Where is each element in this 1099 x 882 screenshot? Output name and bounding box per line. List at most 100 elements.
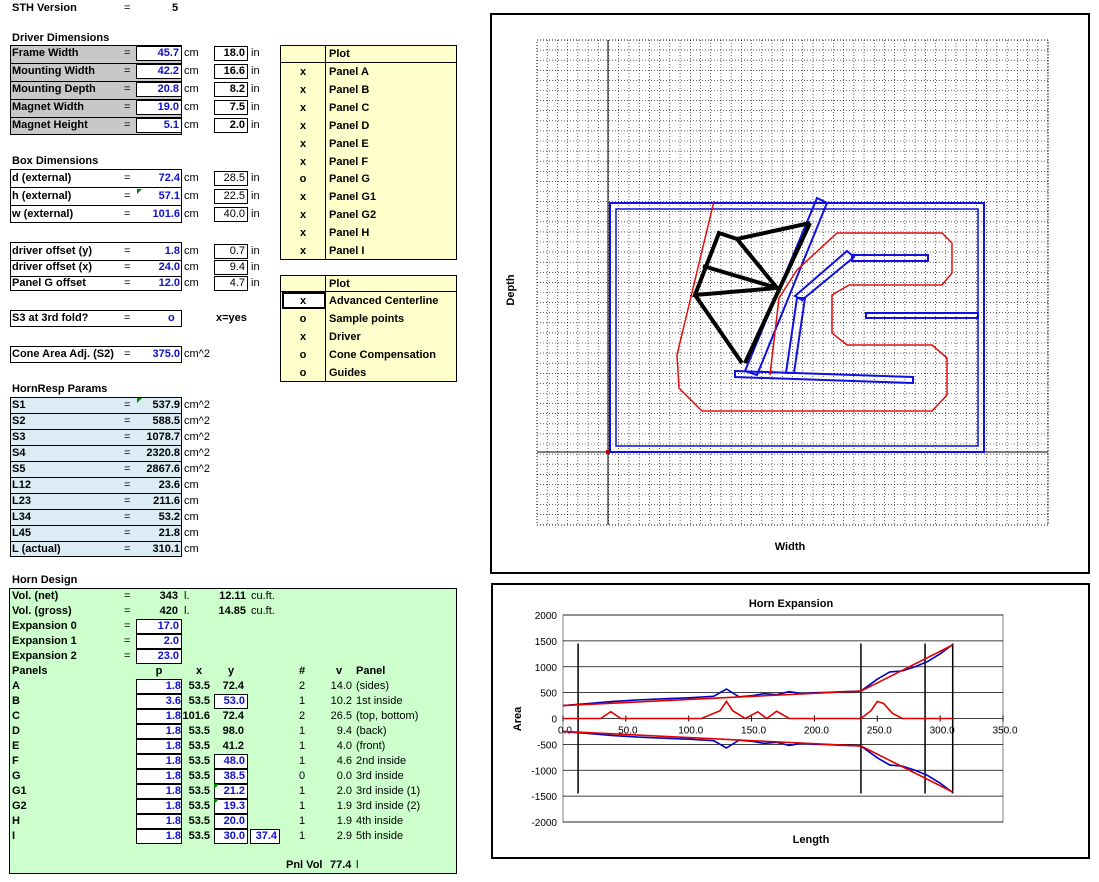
panel-row-desc: (back) bbox=[356, 725, 387, 737]
panel-row-y: 72.4 bbox=[222, 680, 244, 692]
pnl-vol-label: Pnl Vol bbox=[286, 859, 323, 871]
driver-row-in-value: 8.2 bbox=[214, 82, 248, 97]
panel-row-y-input[interactable]: 48.0 bbox=[214, 754, 248, 769]
offset-row-cm-input[interactable]: 12.0 bbox=[158, 277, 180, 289]
panel-row-p-input[interactable]: 1.8 bbox=[136, 724, 182, 739]
panel-row-p-input[interactable]: 1.8 bbox=[136, 769, 182, 784]
plot-panel-item-label: Panel H bbox=[329, 227, 370, 240]
plot-option-item-mark[interactable]: o bbox=[299, 349, 307, 361]
hornresp-row-unit: cm^2 bbox=[184, 463, 210, 475]
panel-row-p-input[interactable]: 1.8 bbox=[136, 829, 182, 844]
plot-panel-item-mark[interactable]: x bbox=[299, 191, 307, 204]
plot-panel-item[interactable]: x Panel H bbox=[281, 224, 456, 242]
panel-row-p-input[interactable]: 1.8 bbox=[136, 754, 182, 769]
panel-row-p-input[interactable]: 1.8 bbox=[136, 784, 182, 799]
offset-row-cm-input[interactable]: 24.0 bbox=[158, 261, 180, 273]
panel-row-y-input[interactable]: 53.0 bbox=[214, 694, 248, 709]
panel-row-p-input[interactable]: 1.8 bbox=[136, 709, 182, 724]
panel-row-p-input[interactable]: 1.8 bbox=[136, 679, 182, 694]
panel-row-y2-input[interactable]: 37.4 bbox=[250, 829, 280, 844]
panel-row-y-input[interactable]: 30.0 bbox=[214, 829, 248, 844]
expansion-eq: = bbox=[124, 650, 131, 662]
cone-area-label: Cone Area Adj. (S2) bbox=[12, 348, 114, 360]
panel-row-y-input[interactable]: 21.2 bbox=[214, 784, 248, 799]
panel-row-y-input[interactable]: 38.5 bbox=[214, 769, 248, 784]
s3-fold-value[interactable]: o bbox=[168, 312, 175, 324]
plot-panel-item[interactable]: x Panel B bbox=[281, 81, 456, 99]
panel-row-y-input[interactable]: 19.3 bbox=[214, 799, 248, 814]
driver-row-cm-input[interactable]: 5.1 bbox=[136, 118, 182, 133]
hornresp-row-eq: = bbox=[124, 511, 131, 523]
driver-left bbox=[693, 293, 744, 365]
selected-cell[interactable] bbox=[282, 292, 326, 309]
hornresp-row-unit: cm bbox=[184, 527, 199, 539]
plot-panel-item-mark[interactable]: x bbox=[299, 83, 307, 96]
panel-row-y-input[interactable]: 20.0 bbox=[214, 814, 248, 829]
expansion-y-tick: 0 bbox=[551, 715, 557, 726]
expansion-input[interactable]: 2.0 bbox=[136, 634, 182, 649]
expansion-y-tick: -500 bbox=[537, 740, 557, 751]
panel-row-desc: 5th inside bbox=[356, 830, 404, 842]
pnl-vol-unit: l bbox=[356, 859, 359, 871]
driver-row-cm-input[interactable]: 42.2 bbox=[136, 64, 182, 79]
plot-panel-item-mark[interactable]: x bbox=[299, 245, 307, 257]
vol-gross-eq: = bbox=[124, 605, 131, 617]
panel-row-p-input[interactable]: 1.8 bbox=[136, 814, 182, 829]
sth-version-value[interactable]: 5 bbox=[172, 2, 179, 14]
panel-row-p-input[interactable]: 1.8 bbox=[136, 799, 182, 814]
hornresp-row-eq: = bbox=[124, 495, 131, 507]
box-row-cm-input[interactable]: 72.4 bbox=[158, 172, 180, 184]
hornresp-row-value: 23.6 bbox=[158, 479, 180, 491]
box-row-cm-input[interactable]: 57.1 bbox=[158, 190, 180, 202]
box-row-in-unit: in bbox=[251, 172, 260, 184]
expansion-input[interactable]: 17.0 bbox=[136, 619, 182, 634]
box-row-cm-input[interactable]: 101.6 bbox=[152, 208, 180, 220]
plot-option-item-mark[interactable]: x bbox=[299, 295, 307, 307]
plot-panel-item-mark[interactable]: x bbox=[299, 227, 307, 240]
expansion-input[interactable]: 23.0 bbox=[136, 649, 182, 664]
row-divider bbox=[10, 525, 182, 526]
hornresp-row-unit: cm bbox=[184, 495, 199, 507]
offset-row-in-unit: in bbox=[251, 245, 260, 257]
expansion-series-red bbox=[562, 644, 954, 707]
panel-row-p-input[interactable]: 1.8 bbox=[136, 739, 182, 754]
plot-panel-item-mark[interactable]: x bbox=[299, 209, 307, 222]
driver-row-eq: = bbox=[124, 47, 131, 59]
plot-option-item-mark[interactable]: o bbox=[299, 367, 307, 379]
plot-panel-item-mark[interactable]: x bbox=[299, 155, 307, 168]
offset-row-in-value: 4.7 bbox=[214, 276, 248, 291]
plot-panel-item-mark[interactable]: x bbox=[299, 137, 307, 150]
plot-panel-item-label: Panel B bbox=[329, 83, 370, 96]
box-row-eq: = bbox=[124, 190, 131, 202]
offset-row-cm-input[interactable]: 1.8 bbox=[164, 245, 180, 257]
sth-version-label: STH Version bbox=[12, 2, 77, 14]
driver-row-cm-input[interactable]: 20.8 bbox=[136, 82, 182, 97]
plot-panel-item-mark[interactable]: o bbox=[299, 173, 307, 186]
panel-row-count: 1 bbox=[298, 800, 306, 812]
plot-panel-item-mark[interactable]: x bbox=[299, 101, 307, 114]
cone-area-value[interactable]: 375.0 bbox=[152, 348, 180, 360]
row-divider bbox=[10, 187, 182, 188]
plot-panel-item-mark[interactable]: x bbox=[299, 66, 307, 78]
plot-option-item-mark[interactable]: x bbox=[299, 331, 307, 343]
panel-row-p-input[interactable]: 3.6 bbox=[136, 694, 182, 709]
driver-row-cm-input[interactable]: 19.0 bbox=[136, 100, 182, 115]
driver-row-cm-input[interactable]: 45.7 bbox=[136, 46, 182, 61]
plot-option-item-mark[interactable]: o bbox=[299, 313, 307, 325]
plot-panel-item-mark[interactable]: x bbox=[299, 119, 307, 132]
panel-header: Panel bbox=[356, 665, 386, 677]
